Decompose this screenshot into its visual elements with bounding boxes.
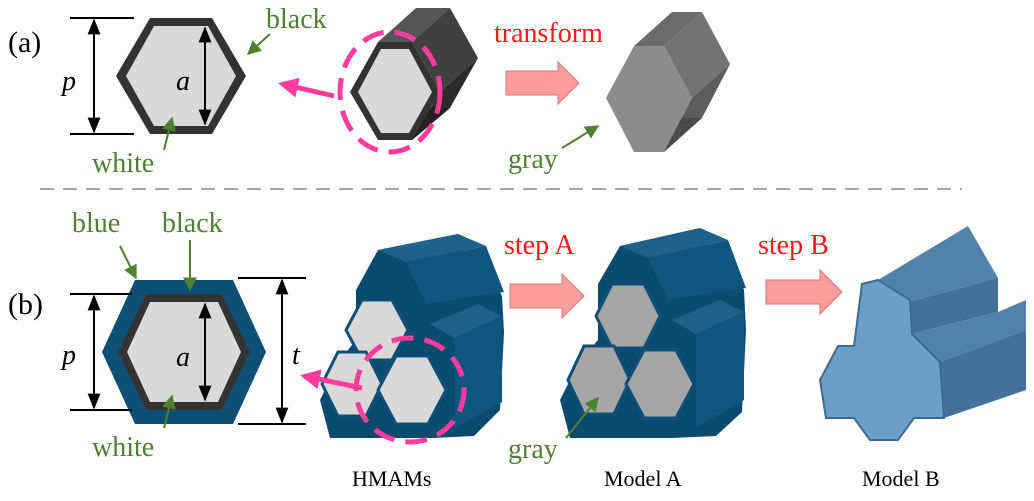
model-a-top-face-1 [620,228,728,258]
transform-arrow [505,60,580,106]
hmams-side-face-1 [406,246,504,304]
caption-model-b: Model B [862,466,940,491]
a-label-b: a [176,342,190,373]
prism-front-core [358,49,432,133]
prism-upper-side-face [412,8,478,92]
gray-pointer-b [565,396,599,439]
t-label: t [292,340,301,371]
p-label-b: p [60,340,76,371]
gray-prism-upper-side [664,12,730,98]
model-b-side-face-2 [940,330,1026,418]
white-label-a: white [92,148,154,179]
model-a-cell-bottom-left [566,344,632,416]
model-b-side-face-1 [908,278,998,334]
black-label-a: black [266,4,327,35]
model-a-side-face-2 [696,312,744,428]
step-a-arrow [509,272,585,320]
gray-prism-front [606,46,692,152]
model-a-structure [560,228,746,438]
step-b-arrow [765,268,843,316]
panel-label-b: (b) [8,288,43,321]
panel-label-a: (a) [8,26,41,59]
section-pointer-arrow-b [300,369,363,391]
model-b-top-face-1 [878,226,998,302]
hexagon-cross-section-b [102,280,266,424]
white-label-b: white [92,432,154,463]
white-core-b [127,302,241,402]
a-label-a: a [176,66,190,97]
white-pointer-a [162,116,176,151]
highlight-circle-b [353,335,467,445]
gray-prism-a [606,12,730,152]
blue-label-b: blue [72,208,120,239]
step-a-label: step A [504,230,576,261]
hmams-top-face-2 [430,304,502,338]
black-pointer-a [246,33,271,55]
gray-prism-top-face [634,12,702,46]
section-pointer-arrow-a [278,77,335,99]
blue-pointer-b [119,245,137,280]
p-label-a: p [60,66,76,97]
step-b-label: step B [758,230,829,261]
gray-label-a: gray [508,144,558,175]
gray-label-b: gray [508,434,558,465]
black-label-b: black [162,208,223,239]
model-a-side-face-1 [648,240,746,300]
model-a-cell-bottom-right [624,348,696,420]
model-a-cell-top [594,282,662,350]
gray-pointer-a [561,125,600,149]
black-prism-a [350,8,478,140]
hmams-top-face-1 [378,234,486,262]
white-pointer-b [162,394,176,429]
hmams-cell-top [344,298,410,362]
highlight-circle-a [337,29,443,155]
hmams-side-face-2 [454,316,502,428]
white-core [126,26,236,126]
model-b-front-face [818,278,946,441]
caption-hmams: HMAMs [352,466,431,491]
model-a-top-face-2 [672,300,744,334]
hexagon-cross-section-a [116,18,246,134]
model-b-top-face-2 [912,300,1026,362]
transform-label: transform [494,18,603,49]
hmams-cell-bottom-right [376,354,448,426]
caption-model-a: Model A [604,466,682,491]
model-b-structure [818,226,1026,441]
